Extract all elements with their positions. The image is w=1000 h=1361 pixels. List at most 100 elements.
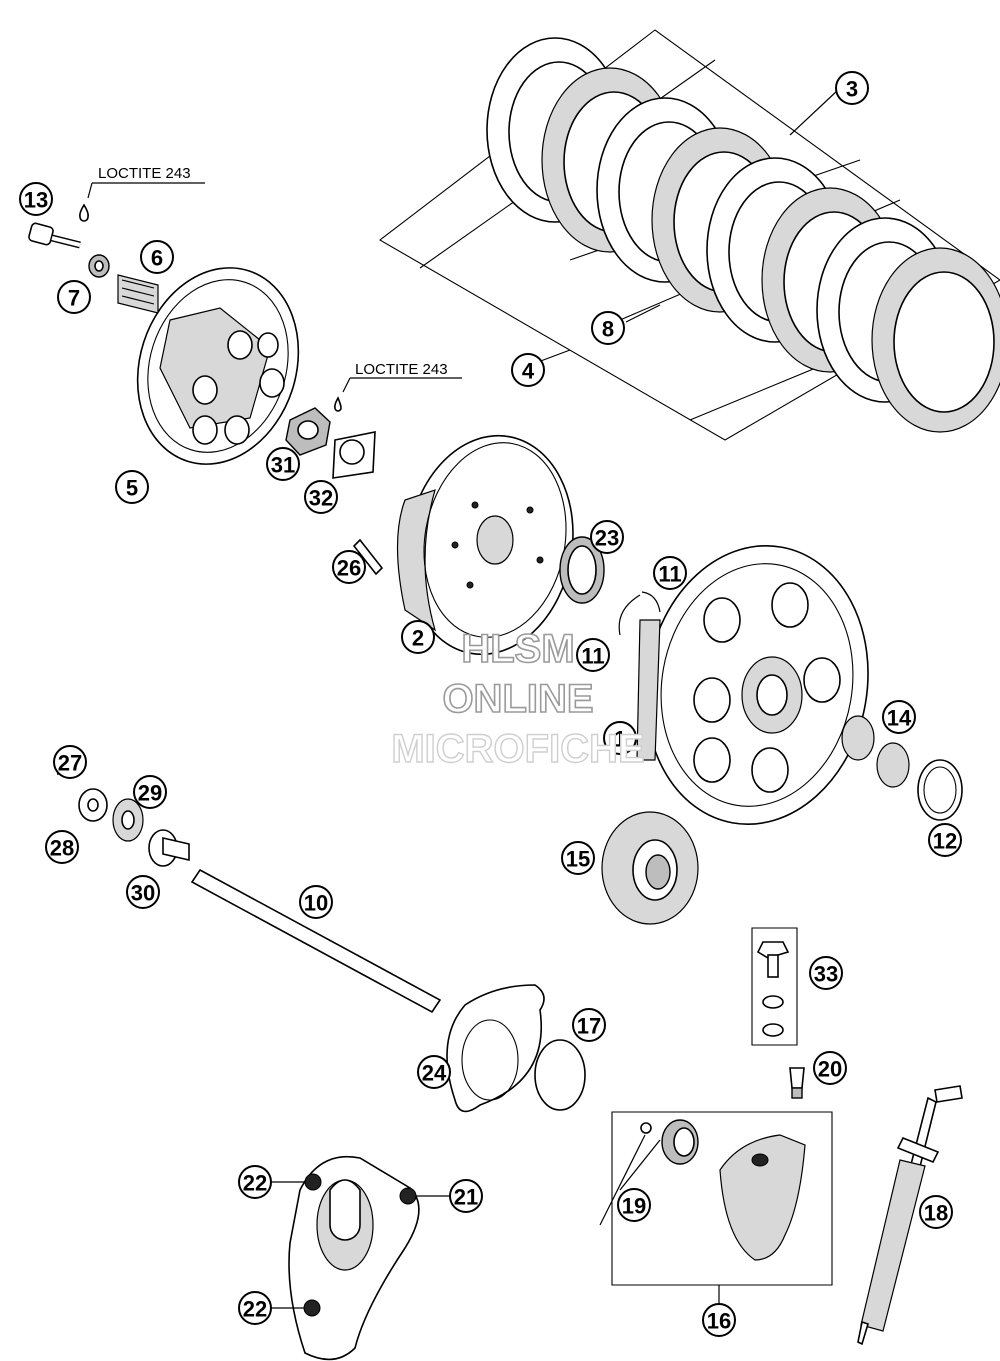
callout-21: 21	[449, 1179, 483, 1213]
callout-circle	[53, 745, 87, 779]
pressure-piece-30	[148, 829, 190, 867]
callout-label: 26	[337, 556, 361, 581]
callout-circle	[238, 1165, 272, 1199]
circlip-11	[618, 594, 641, 636]
callout-circle	[835, 71, 869, 105]
callout-label: 27	[58, 751, 82, 776]
thrust-bearing-29	[112, 798, 144, 842]
callout-label: 13	[24, 188, 48, 213]
callout-6: 6	[140, 240, 174, 274]
callout-circle	[809, 956, 843, 990]
callout-20: 20	[813, 1051, 847, 1085]
callout-circle	[653, 556, 687, 590]
callout-label: 29	[138, 781, 162, 806]
callout-24: 24	[417, 1055, 451, 1089]
callout-circle	[19, 182, 53, 216]
callout-circle	[140, 240, 174, 274]
callout-label: 3	[846, 77, 858, 102]
callout-circle	[449, 1179, 483, 1213]
watermark-line2: ONLINE	[442, 677, 593, 721]
callout-circle	[417, 1055, 451, 1089]
loctite-note-top: LOCTITE 243	[98, 165, 191, 182]
callout-circle	[57, 280, 91, 314]
callout-label: 8	[602, 317, 614, 342]
callout-1: 1	[603, 721, 637, 755]
watermark-line3: MICROFICHE	[391, 727, 644, 771]
callout-15: 15	[561, 841, 595, 875]
washer-12	[917, 759, 963, 821]
callout-label: 18	[924, 1201, 948, 1226]
clutch-basket-1	[636, 545, 869, 825]
callout-label: 22	[243, 1171, 267, 1196]
callout-12: 12	[928, 823, 962, 857]
bolt-kit-33	[751, 927, 798, 1046]
callout-label: 6	[151, 246, 163, 271]
callout-label: 2	[412, 626, 424, 651]
callout-circle	[919, 1195, 953, 1229]
callout-circle	[576, 638, 610, 672]
watermark-line1: HLSM	[461, 627, 574, 671]
callout-4: 4	[511, 353, 545, 387]
lock-washer-32	[332, 431, 376, 479]
callout-28: 28	[45, 830, 79, 864]
needle-bearing-14	[841, 715, 910, 788]
callout-circle	[928, 823, 962, 857]
washer-7	[88, 254, 110, 278]
callout-8: 8	[591, 311, 625, 345]
callout-label: 31	[271, 453, 295, 478]
callout-circle	[45, 830, 79, 864]
callout-circle	[561, 841, 595, 875]
bolt-13	[28, 182, 205, 249]
callout-30: 30	[126, 875, 160, 909]
clutch-disc-bore	[893, 271, 995, 413]
callout-label: 20	[818, 1057, 842, 1082]
callout-circle	[133, 775, 167, 809]
pin-26	[352, 538, 384, 576]
clutch-disc-stack	[379, 29, 1000, 441]
clutch-cover	[288, 1156, 420, 1361]
slave-cylinder-kit-16	[611, 1111, 833, 1286]
callout-label: 1	[614, 727, 626, 752]
callout-circle	[603, 721, 637, 755]
watermark: HLSM ONLINE MICROFICHE	[391, 626, 646, 772]
callout-label: 24	[422, 1061, 447, 1086]
callout-label: 22	[243, 1297, 267, 1322]
gasket-24	[446, 984, 545, 1113]
callout-label: 7	[68, 286, 80, 311]
callout-circle	[572, 1008, 606, 1042]
loctite-note-mid: LOCTITE 243	[355, 361, 448, 378]
callout-circle	[511, 353, 545, 387]
callout-label: 4	[522, 359, 535, 384]
callout-circle	[401, 620, 435, 654]
callout-label: 30	[131, 881, 155, 906]
callout-label: 32	[309, 486, 333, 511]
callout-31: 31	[266, 447, 300, 481]
callout-circle	[702, 1303, 736, 1337]
callout-label: 5	[126, 476, 138, 501]
callout-layer: 1234567810111112131415161718192021222223…	[19, 71, 962, 1337]
callout-23: 23	[590, 520, 624, 554]
pressure-plate-5	[136, 267, 300, 465]
callout-circle	[266, 447, 300, 481]
callout-label: 11	[658, 562, 681, 587]
callout-label: 11	[581, 644, 604, 669]
callout-label: 33	[814, 962, 838, 987]
callout-22: 22	[238, 1291, 272, 1325]
gear-15	[601, 811, 699, 925]
callout-circle	[617, 1188, 651, 1222]
callout-11: 11	[576, 638, 610, 672]
callout-7: 7	[57, 280, 91, 314]
callout-circle	[591, 311, 625, 345]
callout-27: 27	[53, 745, 87, 779]
callout-label: 19	[622, 1194, 646, 1219]
callout-17: 17	[572, 1008, 606, 1042]
callout-label: 17	[577, 1014, 601, 1039]
callout-circle	[304, 480, 338, 514]
callout-22: 22	[238, 1165, 272, 1199]
callout-13: 13	[19, 182, 53, 216]
callout-circle	[299, 885, 333, 919]
washer-28	[78, 788, 108, 822]
callout-33: 33	[809, 956, 843, 990]
callout-label: 12	[933, 829, 957, 854]
